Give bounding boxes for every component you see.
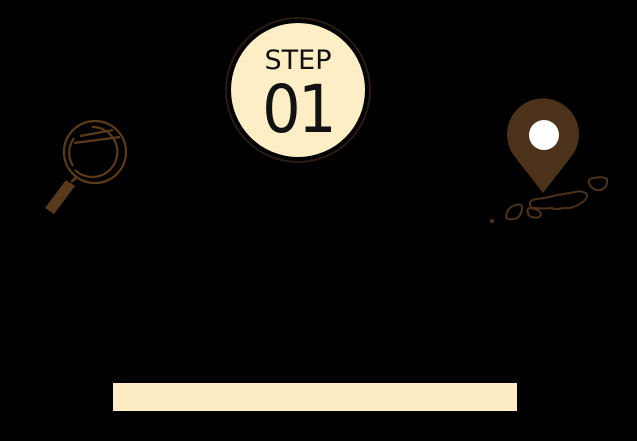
step-badge-fill: STEP 01 xyxy=(231,23,365,157)
step-label: STEP xyxy=(264,45,332,76)
bottom-bar xyxy=(113,383,517,411)
magnifier-icon xyxy=(45,119,128,214)
step-badge: STEP 01 xyxy=(225,17,371,163)
map-pin-icon xyxy=(490,98,609,223)
step-number: 01 xyxy=(262,71,337,148)
